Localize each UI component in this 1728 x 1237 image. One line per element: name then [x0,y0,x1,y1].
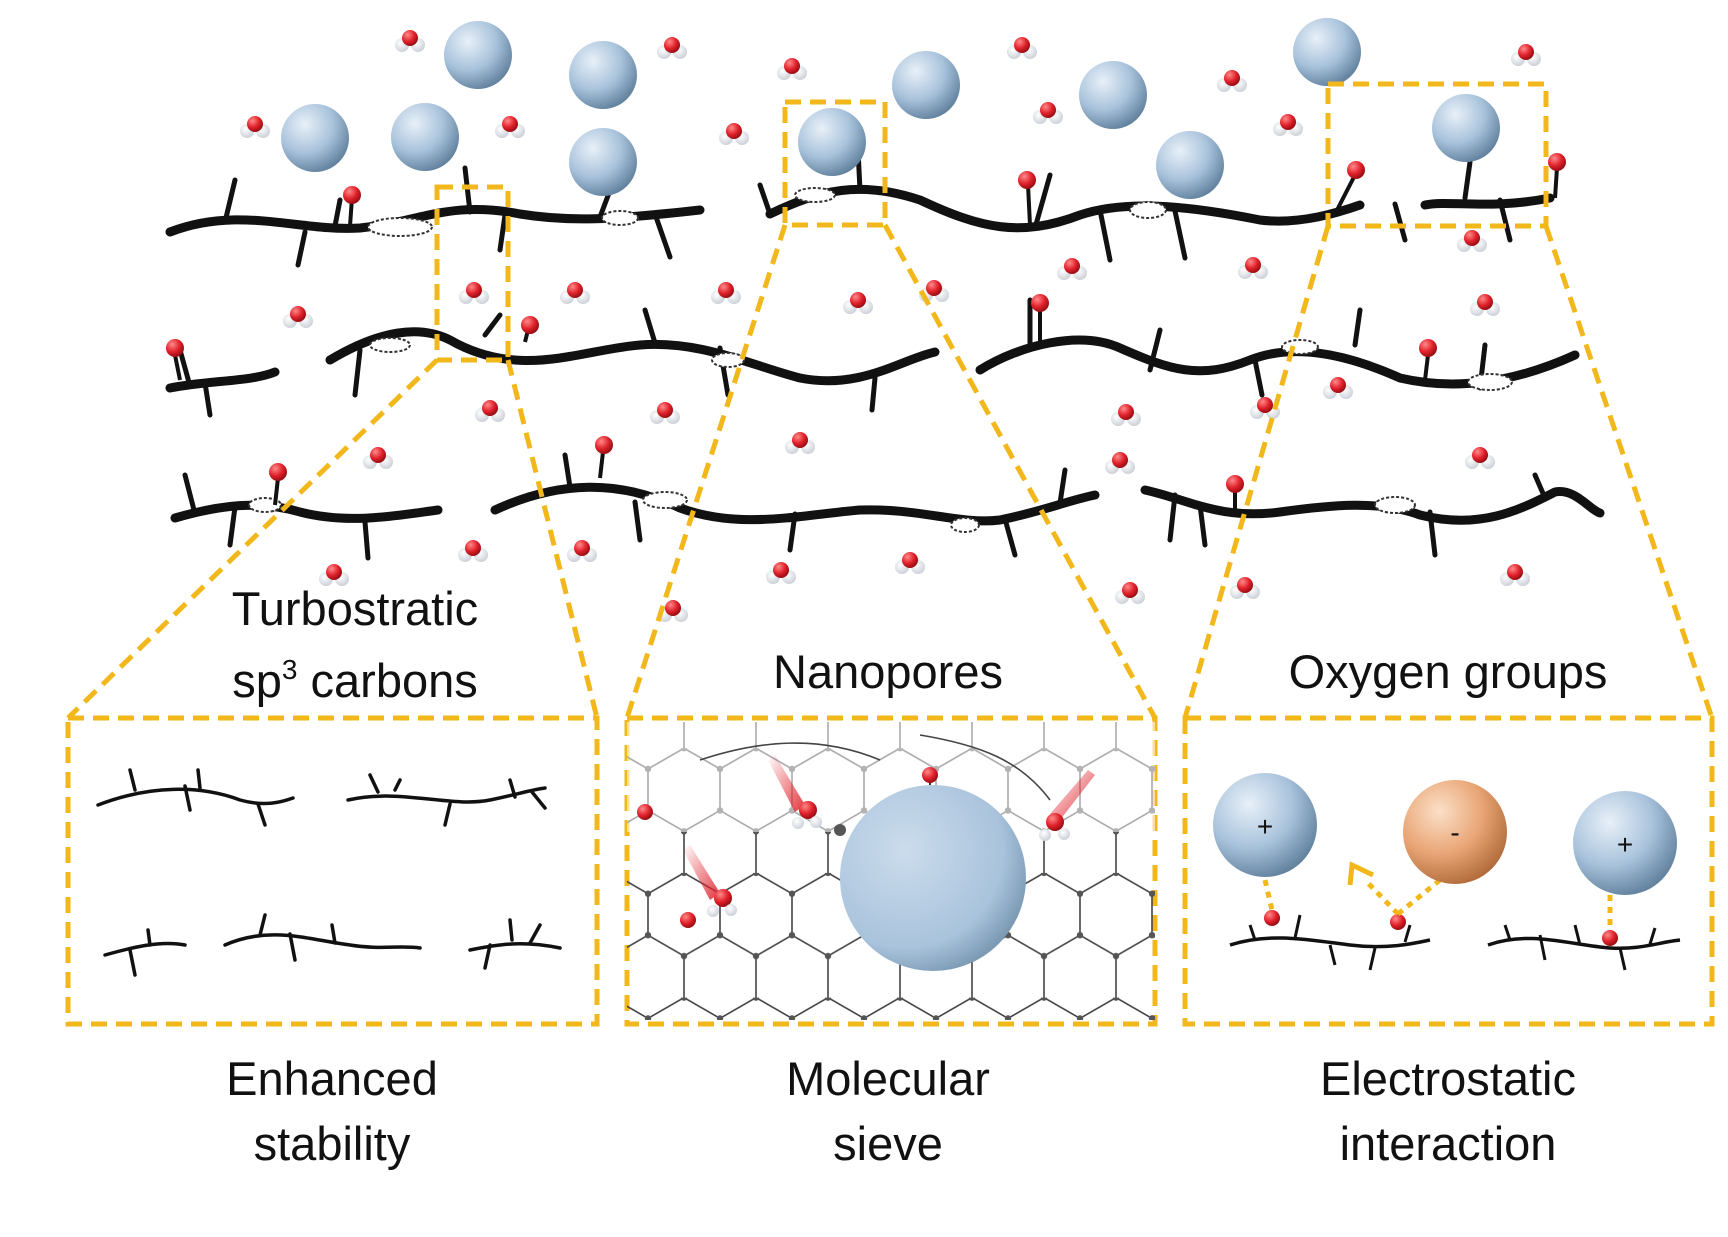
water-molecule-icon [395,30,425,52]
blue-sphere-icon [391,103,459,171]
water-passing-icon [683,845,737,917]
blue-sphere-icon [1079,61,1147,129]
water-molecule-icon [458,540,488,562]
large-cation-icon [840,785,1026,971]
cation-1: + [1213,773,1317,877]
carbon-sheet-icon [975,335,1580,389]
cations [281,18,1500,199]
blue-sphere-icon [281,104,349,172]
water-molecule-icon [766,562,796,584]
carbon-layers [165,184,1605,526]
blue-sphere-icon [1573,791,1677,895]
nanopore-lattice [627,722,1155,1020]
oxygen-groups-heading: Oxygen groups [1289,645,1608,698]
blue-sphere-icon [1156,131,1224,199]
water-molecule-icon [711,282,741,304]
carbon-sheet-icon [170,500,443,523]
sp3-linkers [248,187,1513,533]
water-molecule-icon [1217,70,1247,92]
water-molecule-icon [1511,44,1541,66]
turbostratic-subheading: sp3 carbons [232,654,478,707]
repulsion-arrow-icon [1347,861,1375,886]
electrostatic-scene: + - + [1213,773,1681,971]
oxygen-panel-frame [1182,715,1715,1027]
water-molecule-icon [1238,257,1268,279]
blue-sphere-icon [1432,94,1500,162]
caption-electrostatic: Electrostatic [1320,1052,1576,1105]
water-molecule-icon [567,540,597,562]
water-molecule-icon [459,282,489,304]
water-molecule-icon [1465,447,1495,469]
water-molecule-icon [475,400,505,422]
water-molecule-icon [777,58,807,80]
water-molecule-icon [319,564,349,586]
carbon-sheet-icon [765,184,1365,233]
caption-stability: stability [254,1117,411,1170]
water-passing-icon [1039,770,1095,841]
water-molecule-icon [560,282,590,304]
water-molecule-icon [1057,258,1087,280]
water-molecule-icon [495,116,525,138]
carbon-sheet-icon [165,367,280,393]
water-molecule-icon [1033,102,1063,124]
water-molecule-icon [843,292,873,314]
water-molecule-icon [657,37,687,59]
carbon-sheet-icon [1420,193,1555,210]
turbostratic-heading: Turbostratic [232,582,478,635]
water-molecule-icon [1250,397,1280,419]
caption-enhanced: Enhanced [226,1052,438,1105]
water-molecule-icon [1470,294,1500,316]
water-molecule-icon [1457,230,1487,252]
water-molecule-icon [1500,564,1530,586]
caption-sieve: sieve [833,1117,943,1170]
water-molecule-icon [1007,37,1037,59]
water-molecule-icon [1273,114,1303,136]
water-molecule-icon [719,123,749,145]
nanopores-heading: Nanopores [773,645,1003,698]
oxygen-groups [166,153,1566,510]
carbon-sheet-icon [325,327,940,386]
blue-sphere-icon [1213,773,1317,877]
cation-2: + [1573,791,1677,895]
sheet-branches [177,147,1548,561]
anion: - [1403,780,1507,884]
blue-sphere-icon [444,21,512,89]
water-molecule-icon [785,432,815,454]
carbon-sheet-icon [1140,485,1605,525]
water-molecule-icon [650,402,680,424]
blue-sphere-icon [798,108,866,176]
svg-text:-: - [1450,817,1459,848]
blue-sphere-icon [892,51,960,119]
water-molecule-icon [283,306,313,328]
orange-sphere-icon [1403,780,1507,884]
turbostratic-panel-frame [65,715,600,1027]
water-molecule-icon [363,447,393,469]
water-molecule-icon [1115,582,1145,604]
water-molecule-icon [1111,404,1141,426]
water-molecule-icon [1323,377,1353,399]
blue-sphere-icon [569,128,637,196]
svg-text:+: + [1257,811,1273,842]
svg-text:+: + [1617,829,1633,860]
water-molecule-icon [1105,452,1135,474]
blue-sphere-icon [1293,18,1361,86]
water-molecule-icon [240,116,270,138]
caption-molecular: Molecular [786,1052,990,1105]
carbon-sheet-icon [165,204,705,237]
turbostratic-sheets [96,768,562,977]
water-passing-icon [768,755,822,829]
blue-sphere-icon [569,41,637,109]
carbon-sheet-icon [490,482,1100,526]
water-molecule-icon [895,552,925,574]
water-molecule-icon [1230,577,1260,599]
water-molecules [240,30,1541,622]
caption-interaction: interaction [1340,1117,1557,1170]
